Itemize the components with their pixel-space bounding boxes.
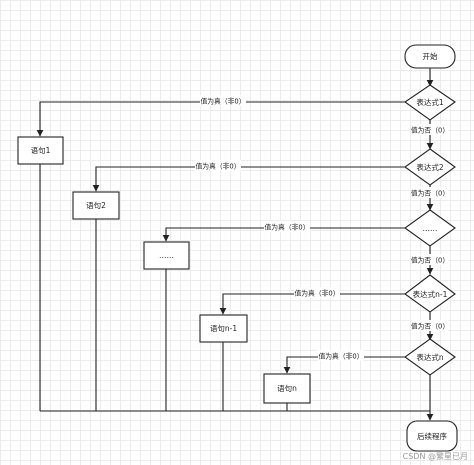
- svg-text:值为真（非0）: 值为真（非0）: [318, 352, 363, 361]
- svg-text:值为真（非0）: 值为真（非0）: [294, 289, 339, 298]
- svg-text:语句n: 语句n: [277, 383, 297, 393]
- statement-n-1: 语句n-1: [199, 314, 248, 343]
- svg-text:值为否（0）: 值为否（0）: [411, 322, 449, 331]
- statement-1: 语句1: [17, 136, 64, 165]
- end-node: 后续程序: [406, 420, 458, 452]
- watermark: CSDN @繁星已月: [402, 452, 468, 461]
- svg-text:值为真（非0）: 值为真（非0）: [195, 162, 240, 171]
- condition-1: 表达式1: [404, 84, 456, 121]
- condition-3: ……: [404, 209, 456, 247]
- condition-5: 表达式n: [404, 338, 456, 376]
- svg-text:后续程序: 后续程序: [417, 431, 447, 441]
- svg-text:……: ……: [423, 224, 438, 233]
- svg-text:语句n-1: 语句n-1: [210, 323, 237, 333]
- svg-text:语句1: 语句1: [31, 145, 51, 155]
- true-label-1: 值为真（非0）: [200, 95, 246, 106]
- svg-text:表达式n: 表达式n: [416, 352, 443, 362]
- edge-true-5: [283, 356, 405, 374]
- statement-3: ……: [143, 241, 190, 270]
- svg-text:……: ……: [159, 251, 174, 260]
- svg-text:表达式2: 表达式2: [416, 162, 443, 172]
- condition-4: 表达式n-1: [404, 274, 456, 313]
- true-label-4: 值为真（非0）: [294, 287, 340, 298]
- svg-text:表达式1: 表达式1: [416, 97, 443, 107]
- svg-text:语句2: 语句2: [86, 200, 106, 210]
- svg-text:值为否（0）: 值为否（0）: [411, 189, 449, 198]
- edge-true-1: [36, 101, 405, 137]
- statement-2: 语句2: [72, 191, 120, 220]
- start-node: 开始: [404, 44, 456, 69]
- edge-true-2: [92, 166, 405, 192]
- statement-n: 语句n: [263, 373, 311, 404]
- edge-true-3: [162, 227, 405, 242]
- svg-text:表达式n-1: 表达式n-1: [413, 289, 448, 299]
- svg-text:值为真（非0）: 值为真（非0）: [264, 223, 309, 232]
- false-label-2: 值为否（0）: [411, 187, 449, 198]
- edge-true-4: [219, 293, 405, 315]
- condition-2: 表达式2: [404, 148, 456, 186]
- svg-text:开始: 开始: [423, 51, 438, 61]
- true-label-3: 值为真（非0）: [264, 221, 310, 232]
- true-label-5: 值为真（非0）: [318, 350, 364, 361]
- svg-text:值为否（0）: 值为否（0）: [411, 256, 449, 265]
- svg-text:值为真（非0）: 值为真（非0）: [200, 97, 245, 106]
- false-label-1: 值为否（0）: [411, 124, 449, 135]
- false-label-3: 值为否（0）: [411, 254, 449, 265]
- false-label-4: 值为否（0）: [411, 320, 449, 331]
- svg-text:值为否（0）: 值为否（0）: [411, 126, 449, 135]
- true-label-2: 值为真（非0）: [195, 160, 241, 171]
